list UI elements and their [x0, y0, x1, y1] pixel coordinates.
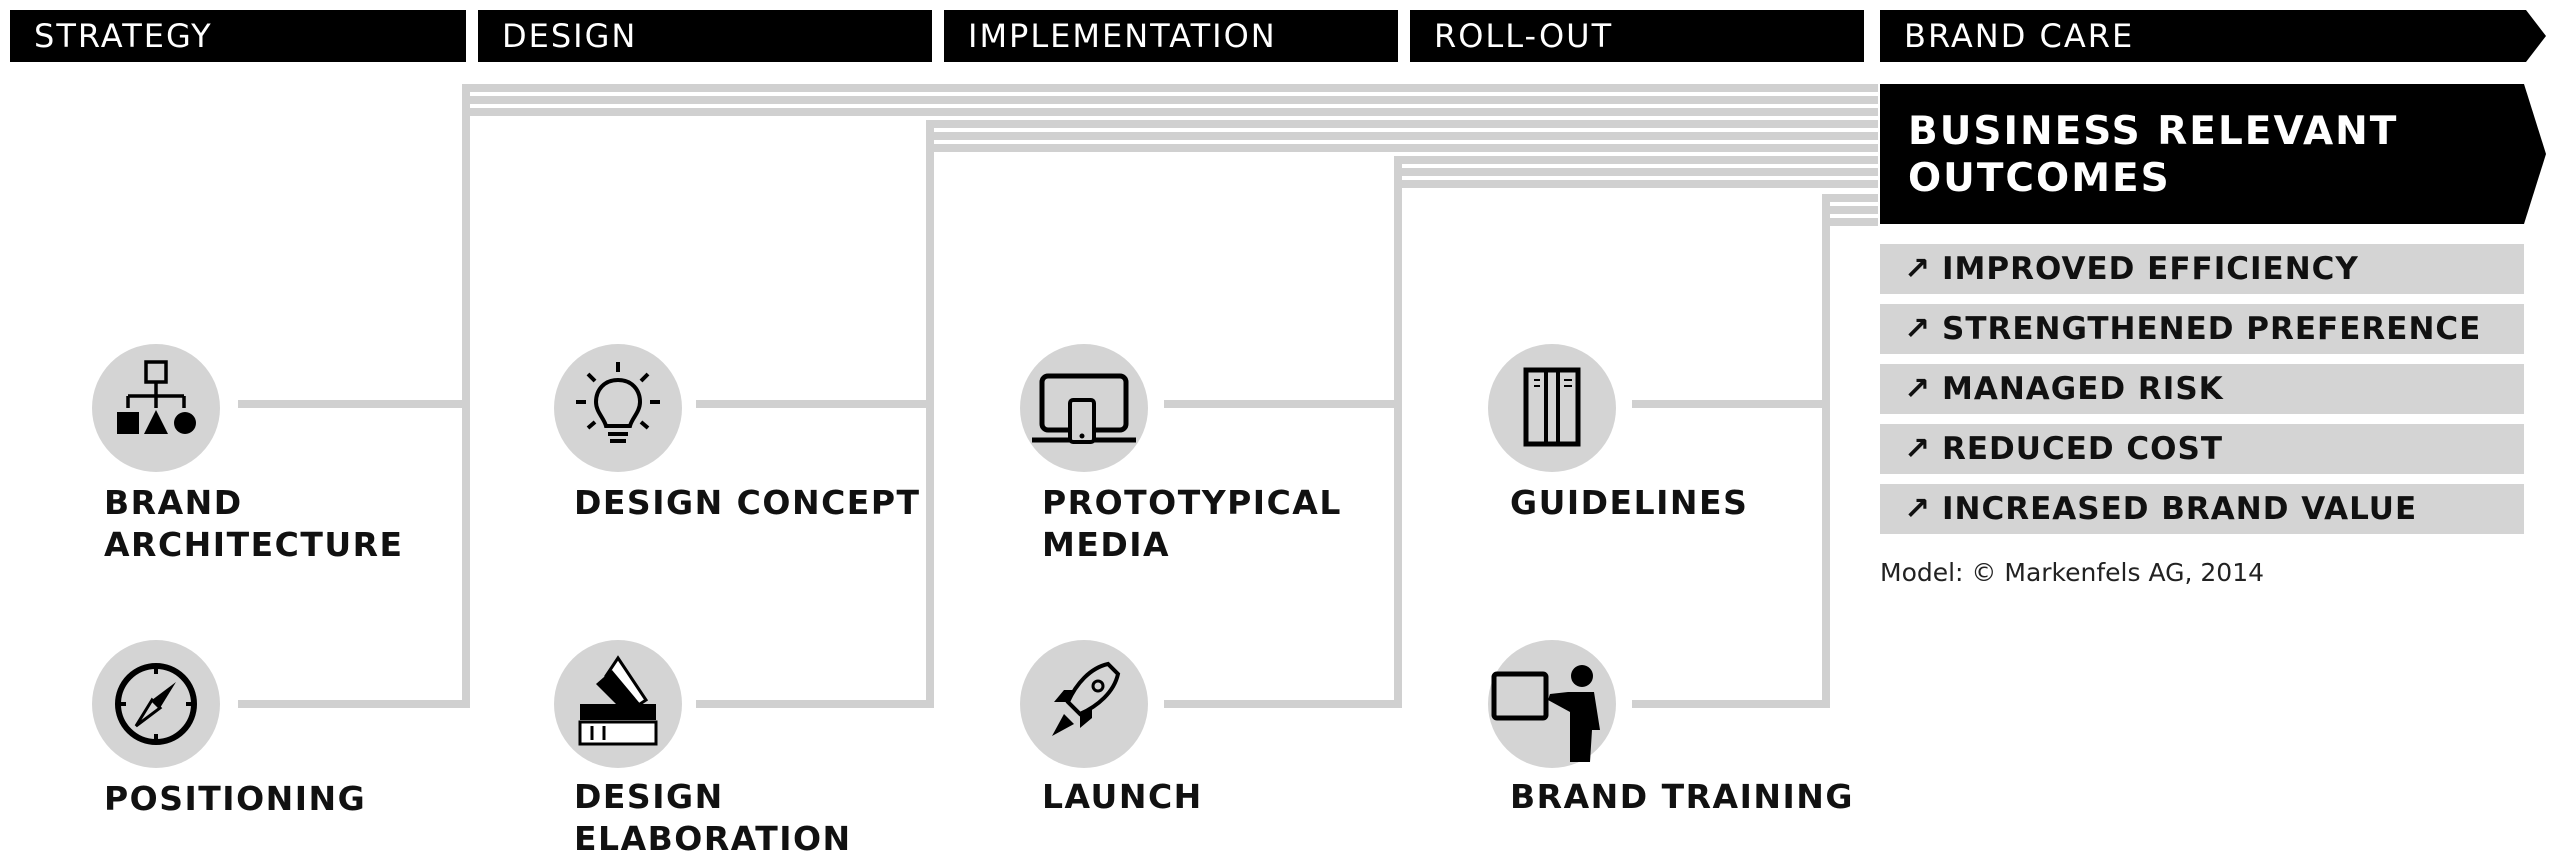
positioning-label: POSITIONING: [104, 779, 367, 818]
design-concept-label: DESIGN CONCEPT: [574, 483, 921, 522]
arrow-up-right-icon: ↗: [1904, 431, 1931, 467]
presenter-icon: [1488, 640, 1616, 768]
design-elaboration-label: DESIGN ELABORATION: [574, 777, 852, 858]
color-swatch-icon: [554, 640, 682, 768]
brand-architecture-label: BRAND ARCHITECTURE: [104, 483, 404, 564]
outcome-item: ↗INCREASED BRAND VALUE: [1880, 484, 2524, 534]
arrow-up-right-icon: ↗: [1904, 371, 1931, 407]
wires-design: [696, 120, 1878, 708]
guidelines-label: GUIDELINES: [1510, 483, 1749, 522]
lightbulb-icon: [554, 344, 682, 472]
launch-label: LAUNCH: [1042, 777, 1203, 816]
outcome-item: ↗STRENGTHENED PREFERENCE: [1880, 304, 2524, 354]
phase-implementation: IMPLEMENTATION: [944, 10, 1398, 62]
phase-brand-care: BRAND CARE: [1904, 17, 2135, 55]
arrow-up-right-icon: ↗: [1904, 251, 1931, 287]
outcome-item: ↗REDUCED COST: [1880, 424, 2524, 474]
arrow-up-right-icon: ↗: [1904, 491, 1931, 527]
manual-icon: [1488, 344, 1616, 472]
outcome-item: ↗IMPROVED EFFICIENCY: [1880, 244, 2524, 294]
hierarchy-icon: [92, 344, 220, 472]
outcomes-title: BUSINESS RELEVANT OUTCOMES: [1908, 109, 2399, 201]
outcomes-header-bg: [1880, 84, 2546, 224]
prototypical-media-label: PROTOTYPICAL MEDIA: [1042, 483, 1342, 564]
phase-strategy: STRATEGY: [10, 10, 466, 62]
wires-strategy: [238, 84, 1878, 708]
phase-design: DESIGN: [478, 10, 932, 62]
compass-icon: [92, 640, 220, 768]
phase-roll-out: ROLL-OUT: [1410, 10, 1864, 62]
devices-icon: [1020, 344, 1148, 472]
arrow-up-right-icon: ↗: [1904, 311, 1931, 347]
copyright-credit: Model: © Markenfels AG, 2014: [1880, 558, 2265, 587]
phase-brand-care-bg: [1880, 10, 2546, 62]
wires-implementation: [1164, 156, 1878, 708]
outcome-item: ↗MANAGED RISK: [1880, 364, 2524, 414]
brand-training-label: BRAND TRAINING: [1510, 777, 1854, 816]
rocket-icon: [1020, 640, 1148, 768]
wires-roll-out: [1632, 194, 1878, 708]
